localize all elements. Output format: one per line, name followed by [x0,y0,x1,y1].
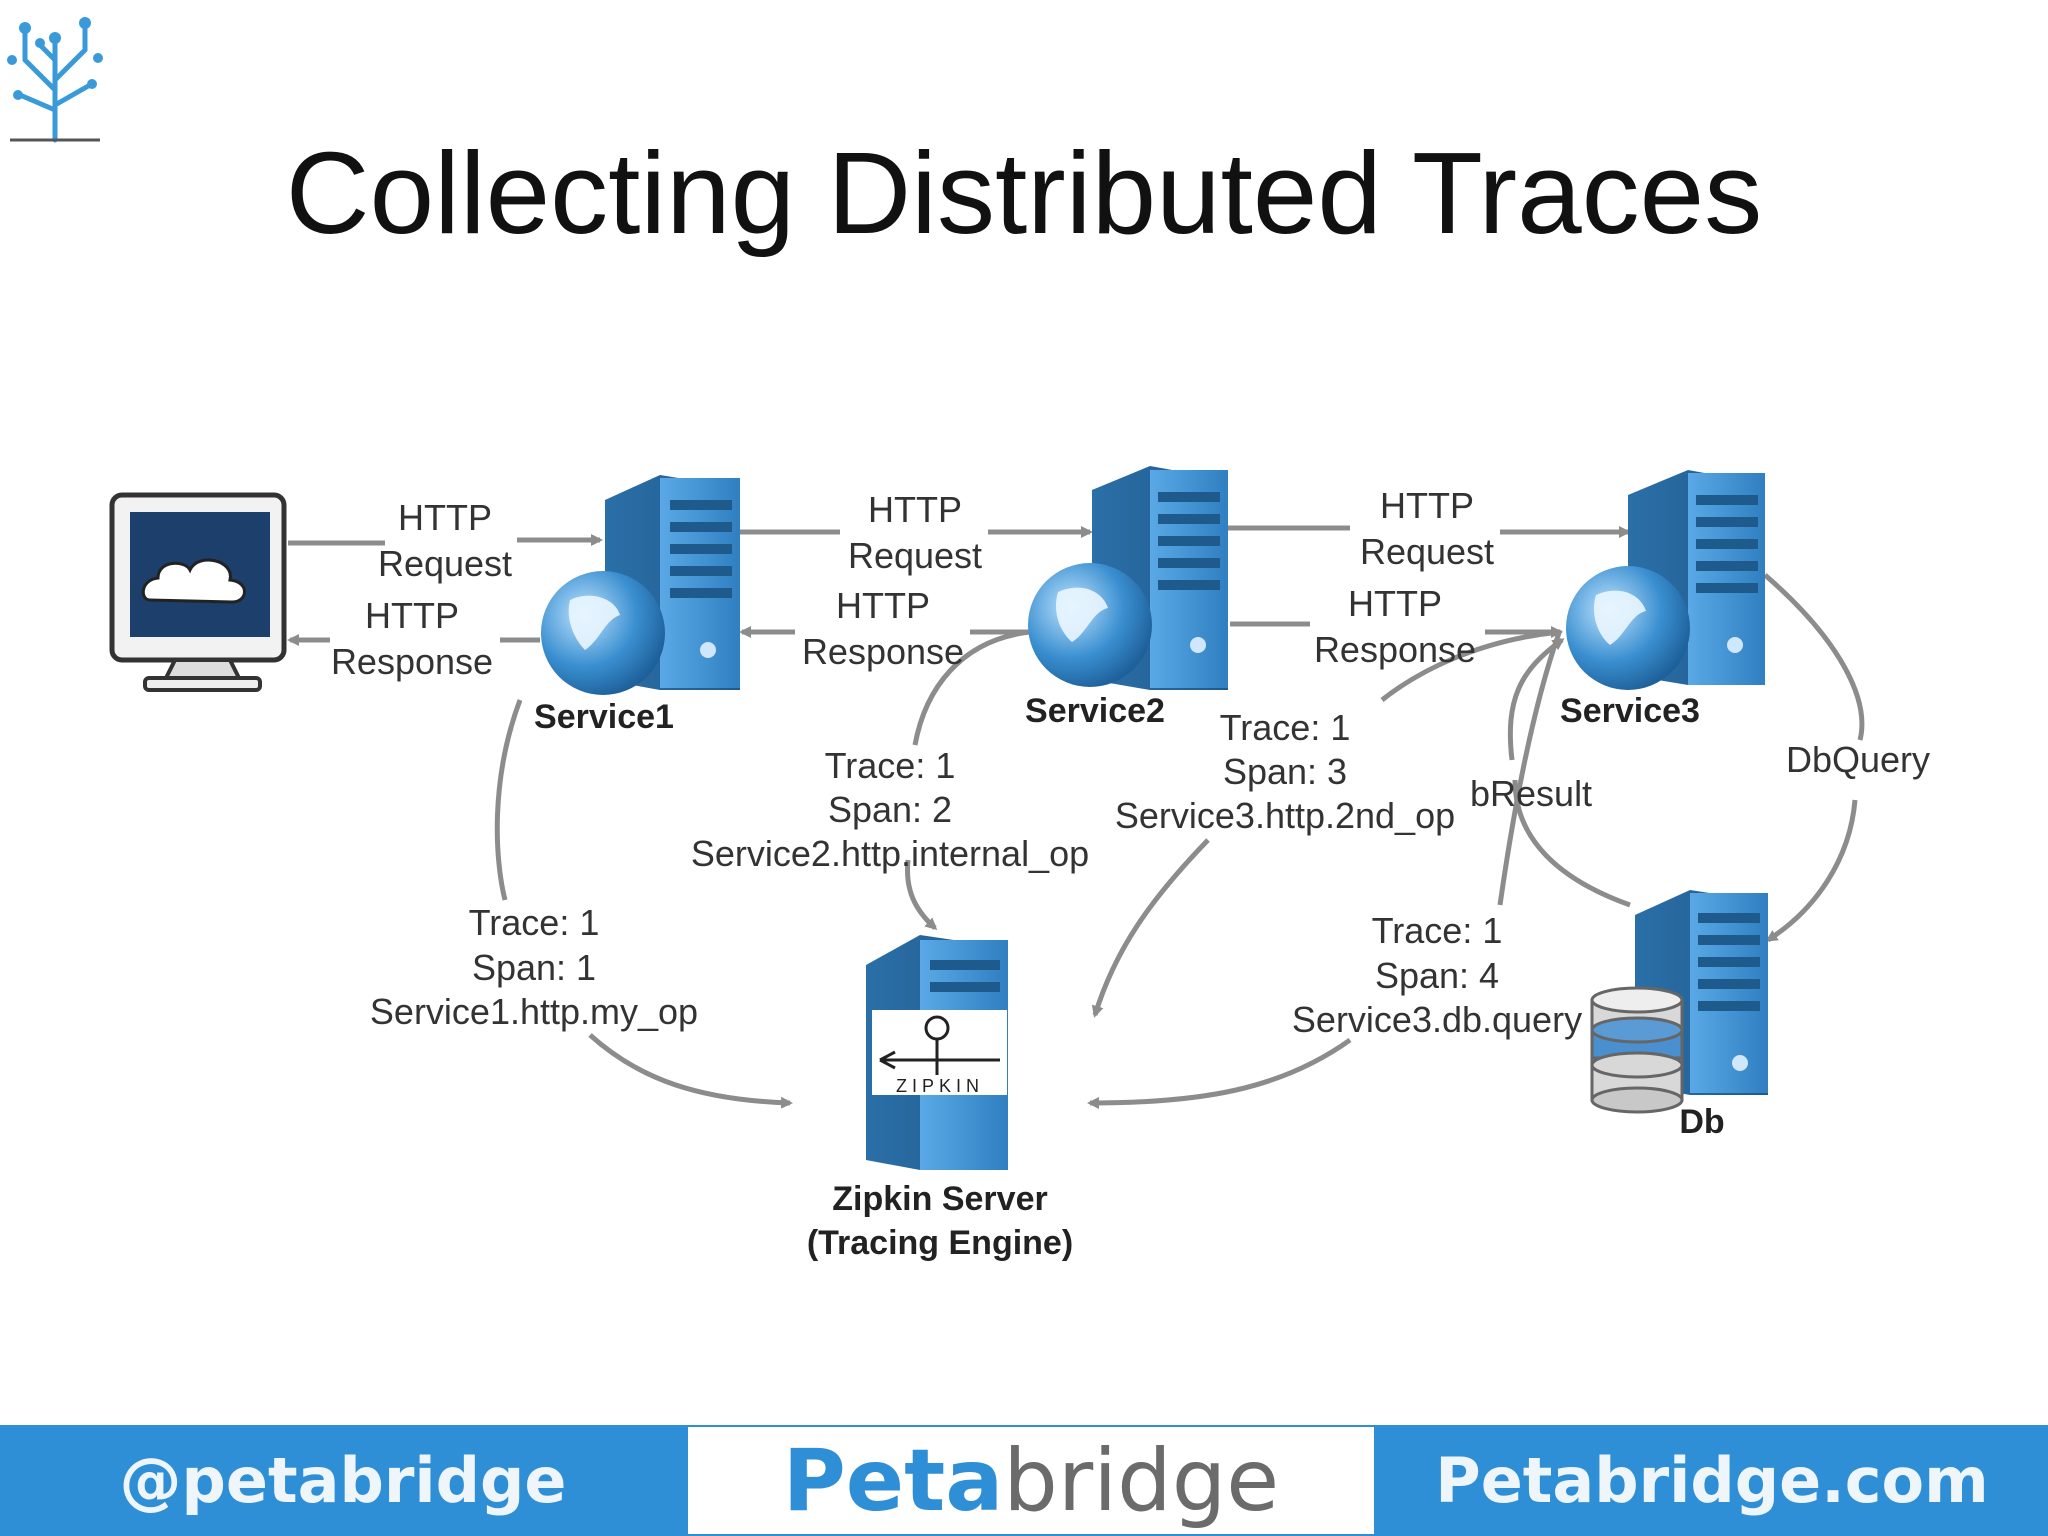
footer-twitter-handle[interactable]: @petabridge [0,1425,686,1536]
s2-s1-response-label-1: HTTP [836,585,930,626]
zipkin-label-2: (Tracing Engine) [807,1224,1073,1262]
arrow-span3 [1095,629,1561,1015]
trace4-label: Trace: 1 [1372,910,1503,951]
service2-label: Service2 [1025,692,1165,730]
service3-label: Service3 [1560,692,1700,730]
span1-label: Span: 1 [472,947,596,988]
s2-s3-request-label-1: HTTP [1380,485,1474,526]
span4-label: Span: 4 [1375,955,1499,996]
database-icon [1590,986,1684,1114]
node-labels: Service1 Service2 Service3 Db Zipkin Ser… [534,692,1725,1262]
globe-icon [1566,566,1690,690]
client-monitor-icon [109,492,287,692]
brand-peta: Peta [782,1430,1004,1531]
arrow-dbresult [1507,640,1631,908]
s3-s2-response-label-1: HTTP [1348,583,1442,624]
s3-s2-response-label-2: Response [1314,629,1476,670]
arrow-dbquery [1765,573,1865,940]
trace-labels: Trace: 1 Span: 1 Service1.http.my_op Tra… [370,707,1582,1040]
arrow-client-request [288,540,600,543]
span1-op-label: Service1.http.my_op [370,991,698,1032]
globe-icon [541,571,665,695]
arrow-span4 [1090,629,1563,1103]
span4-op-label: Service3.db.query [1292,999,1582,1040]
client-request-label-1: HTTP [398,497,492,538]
trace3-label: Trace: 1 [1220,707,1351,748]
client-response-label-1: HTTP [365,595,459,636]
span2-label: Span: 2 [828,789,952,830]
globe-icon [1028,563,1152,687]
edge-labels: HTTP Request HTTP Response HTTP Request … [331,485,1930,814]
s2-s3-request-label-2: Request [1360,531,1494,572]
zipkin-logo-text: ZIPKIN [896,1076,984,1096]
client-request-label-2: Request [378,543,512,584]
arrow-span2 [904,629,1031,928]
dbresult-label: bResult [1470,773,1592,814]
span3-op-label: Service3.http.2nd_op [1115,795,1455,836]
brand-bridge: bridge [1003,1430,1280,1531]
db-label: Db [1679,1103,1724,1141]
petabridge-tree-logo-icon [7,17,103,143]
trace-diagram: ZIPKIN HTTP Request HTTP Response HTTP R… [109,466,1930,1262]
service2-server-icon [1028,466,1228,690]
span2-op-label: Service2.http.internal_op [691,833,1089,874]
footer-website-link[interactable]: Petabridge.com [1376,1425,2048,1536]
span3-label: Span: 3 [1223,751,1347,792]
s2-s1-response-label-2: Response [802,631,964,672]
service1-label: Service1 [534,698,674,736]
dbquery-label: DbQuery [1786,739,1930,780]
trace1-label: Trace: 1 [469,902,600,943]
slide-title: Collecting Distributed Traces [285,128,1763,258]
zipkin-label-1: Zipkin Server [832,1180,1047,1218]
service3-server-icon [1566,470,1765,690]
arrow-s2-s3-request [1227,528,1628,532]
trace2-label: Trace: 1 [825,745,956,786]
service1-server-icon [541,475,740,695]
zipkin-server-icon: ZIPKIN [866,935,1008,1170]
s1-s2-request-label-2: Request [848,535,982,576]
arrow-span1 [494,699,790,1103]
s1-s2-request-label-1: HTTP [868,489,962,530]
client-response-label-2: Response [331,641,493,682]
